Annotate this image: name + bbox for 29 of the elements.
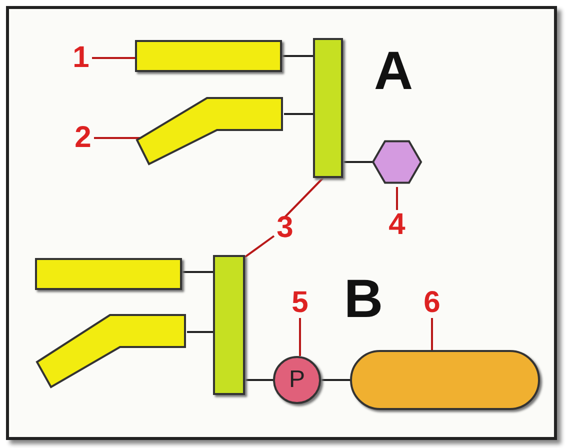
vertical-bar-shape <box>213 255 245 395</box>
connector-line <box>343 161 373 163</box>
leader-line <box>396 187 398 210</box>
panel-letter: A <box>374 44 413 98</box>
capsule-shape <box>350 350 540 410</box>
connector-line <box>187 331 213 333</box>
callout-number: 1 <box>68 43 94 73</box>
connector-line <box>284 113 313 115</box>
leader-line <box>283 177 324 219</box>
leader-line <box>92 57 135 59</box>
connector-line <box>182 271 213 273</box>
leader-line <box>431 318 433 350</box>
vertical-bar-shape <box>313 38 343 178</box>
leader-line <box>94 137 140 139</box>
hexagon-shape <box>372 137 422 187</box>
leader-line <box>244 235 275 258</box>
leader-line <box>299 318 301 356</box>
callout-number: 2 <box>70 123 96 153</box>
connector-line <box>321 379 350 381</box>
bar-shape <box>35 258 182 290</box>
callout-number: 5 <box>287 288 313 318</box>
connector-line <box>282 55 313 57</box>
callout-number: 3 <box>272 213 298 243</box>
bent-bar-shape <box>135 96 284 166</box>
connector-line <box>245 379 273 381</box>
callout-number: 4 <box>384 210 410 240</box>
panel-letter: B <box>344 272 383 326</box>
bar-shape <box>135 40 282 72</box>
callout-number: 6 <box>419 288 445 318</box>
